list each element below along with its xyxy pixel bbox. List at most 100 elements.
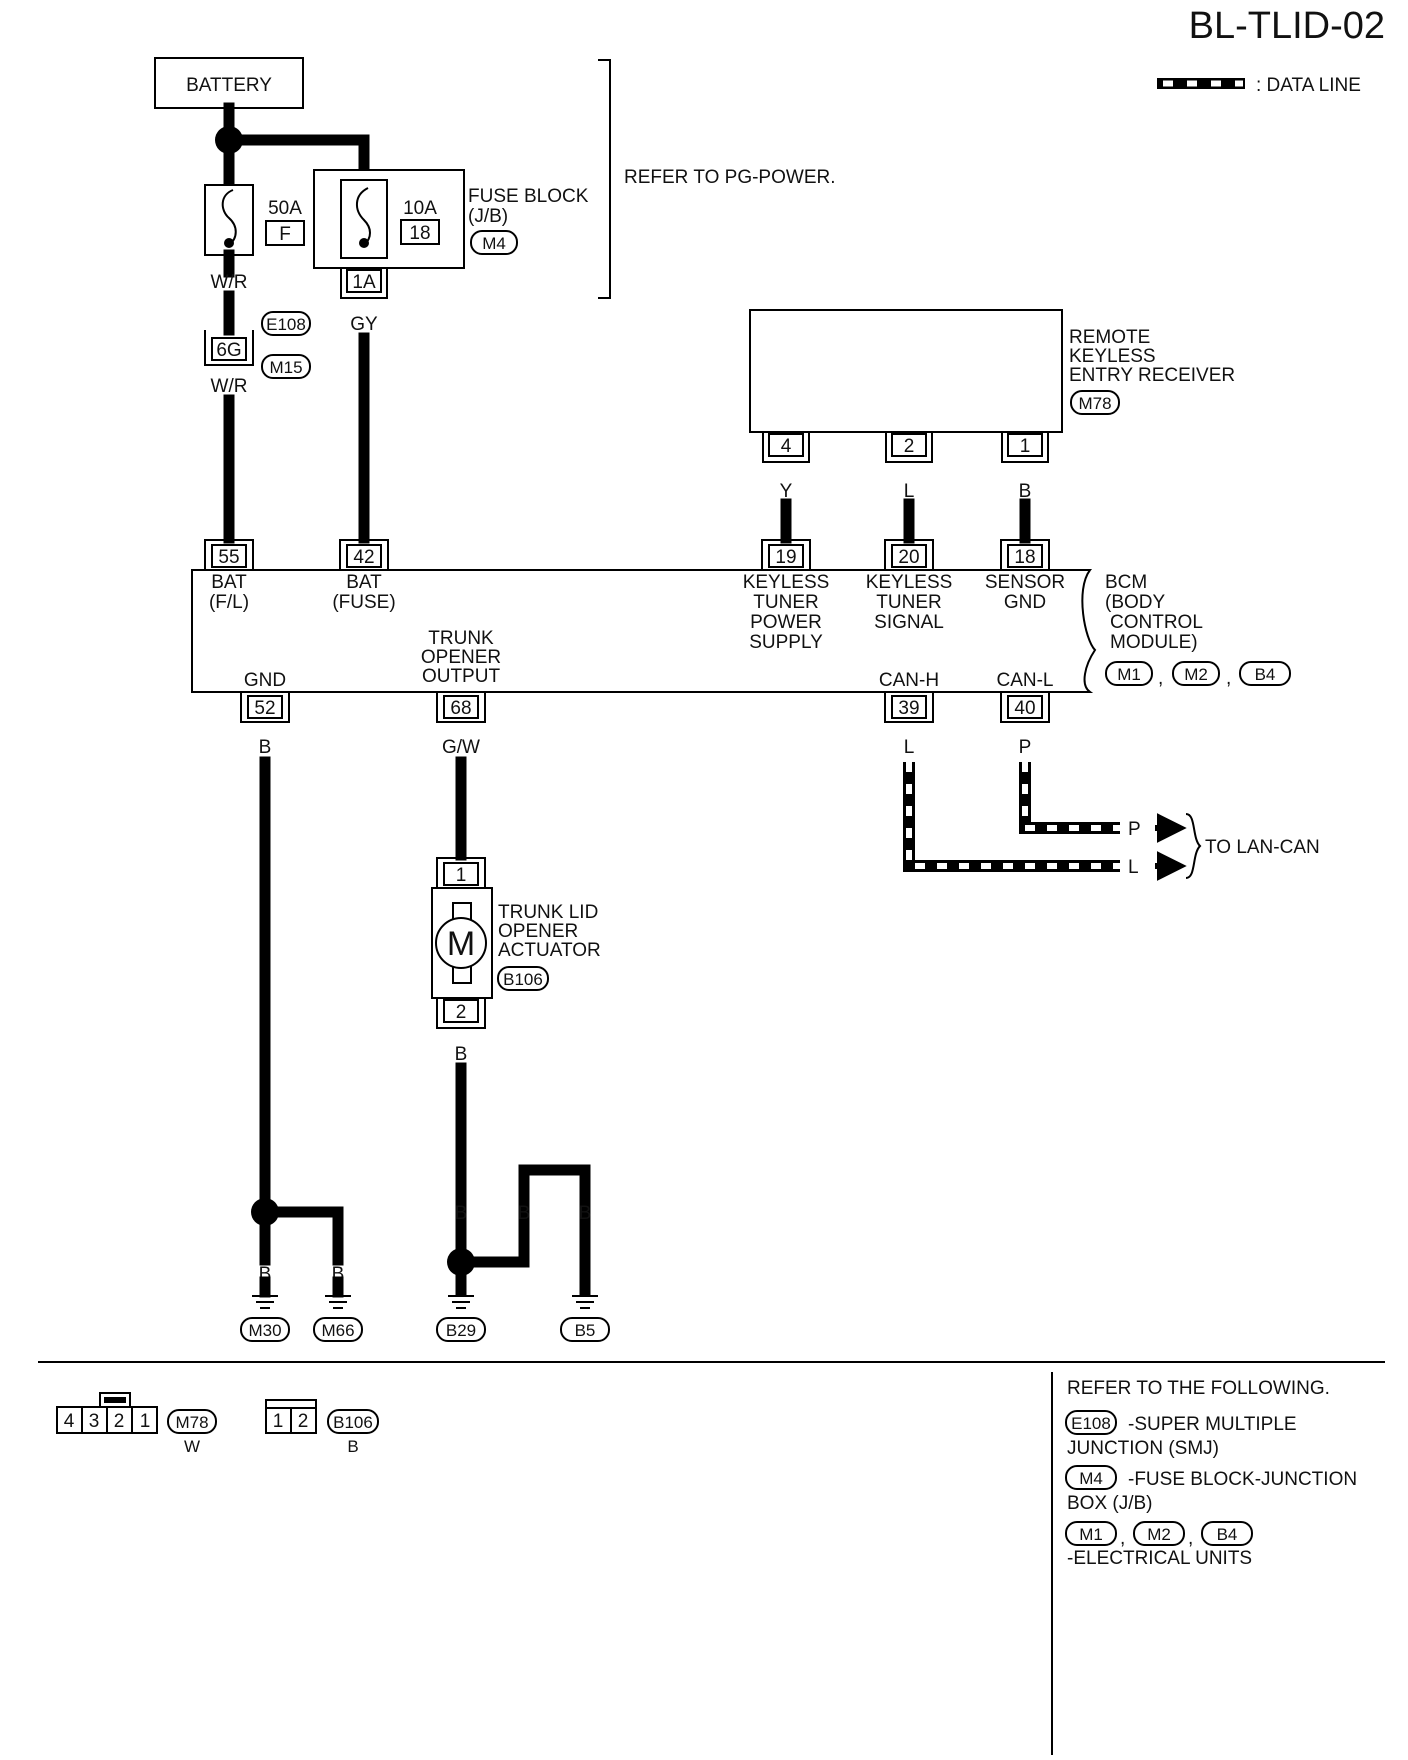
wire-color-wr-top: W/R [211,272,248,293]
m78-face-pin-2: 2 [114,1411,125,1432]
refer-title: REFER TO THE FOLLOWING. [1067,1378,1330,1399]
fuse-10a-id: 18 [409,223,430,244]
comma: , [1226,668,1231,689]
b106-face-pin-1: 1 [273,1411,284,1432]
bcm-box [191,569,1097,693]
refer-e108: E108 [1071,1414,1111,1433]
bcm-label-to-3: OUTPUT [422,666,501,687]
bcm-bottom-pins [240,692,1050,723]
actuator-pin-1: 1 [456,865,467,886]
m78-face-pin-1: 1 [140,1411,151,1432]
wire-to-fusebox [223,134,370,182]
m78-face-color: W [184,1437,200,1456]
bcm-pin-55: 55 [218,547,239,568]
battery-label: BATTERY [186,75,272,96]
bcm-label-can-h: CAN-H [879,670,939,691]
b106-face-name: B106 [333,1413,373,1432]
bcm-label-sg-1: SENSOR [985,572,1065,593]
rke-pin-1 [1001,432,1049,463]
m78-face-pin-4: 4 [64,1411,75,1432]
bcm-name-3: CONTROL [1110,612,1203,633]
bcm-label-kt-ps-2: TUNER [753,592,818,613]
bcm-label-bat-fl-2: (F/L) [209,592,249,613]
conn-b106: B106 [503,970,543,989]
bcm-label-kt-sig-2: TUNER [876,592,941,613]
comma: , [1158,668,1163,689]
conn-m15: M15 [269,358,302,377]
bcm-label-to-2: OPENER [421,647,501,668]
rke-receiver-box [749,309,1063,433]
to-lan-can: TO LAN-CAN [1205,837,1320,858]
refer-m2: M2 [1147,1525,1171,1544]
bcm-pin-18: 18 [1014,547,1035,568]
ground-symbols [252,1276,598,1309]
bcm-pin-52: 52 [254,698,275,719]
fuse-block-box [313,169,465,269]
bcm-label-bat-fuse-2: (FUSE) [332,592,395,613]
fuse-50a-id: F [279,224,291,245]
ground-m30: M30 [248,1321,281,1340]
bcm-pin-39: 39 [898,698,919,719]
refer-e108-desc-1: -SUPER MULTIPLE [1128,1414,1297,1435]
bcm-name-2: (BODY [1105,592,1166,613]
can-l-label: L [1128,857,1139,878]
bcm-name-4: MODULE) [1110,632,1198,653]
refer-e108-desc-2: JUNCTION (SMJ) [1067,1438,1219,1459]
wire-color-l: L [904,481,915,502]
motor-icon [435,917,487,969]
ground-b5: B5 [575,1321,596,1340]
connector-face-m78 [56,1392,158,1434]
bcm-label-gnd: GND [244,670,286,691]
m78-face-name: M78 [175,1413,208,1432]
wire-color-actuator-b: B [455,1044,468,1065]
wire-color-gy: GY [350,314,378,335]
conn-m78: M78 [1078,394,1111,413]
bcm-name-1: BCM [1105,572,1147,593]
actuator-label-3: ACTUATOR [498,940,601,961]
pin-1a: 1A [352,272,376,293]
actuator-label-2: OPENER [498,921,578,942]
conn-e108: E108 [266,315,306,334]
power-bracket [598,59,611,299]
fuse-10a-rating: 10A [403,198,437,219]
bcm-label-bat-fuse-1: BAT [346,572,382,593]
wire-color-can-p: P [1019,737,1032,758]
rke-pin-1-label: 1 [1020,436,1031,457]
rke-pin-4 [762,432,810,463]
rke-label-2: KEYLESS [1069,346,1156,367]
refer-m4-desc-1: -FUSE BLOCK-JUNCTION [1128,1469,1357,1490]
page-id: BL-TLID-02 [1189,5,1385,47]
bcm-label-bat-fl-1: BAT [211,572,247,593]
rke-pin-2-label: 2 [904,436,915,457]
wire-color-b5-mid: B [518,1203,531,1224]
bcm-label-can-l: CAN-L [996,670,1053,691]
wire-color-b-gnd: B [259,737,272,758]
wire-color-wr-bot: W/R [211,376,248,397]
wire-color-gw: G/W [442,737,480,758]
bcm-pin-19: 19 [775,547,796,568]
bcm-pin-20: 20 [898,547,919,568]
ground-m66: M66 [321,1321,354,1340]
rke-label-3: ENTRY RECEIVER [1069,365,1235,386]
bcm-label-kt-sig-1: KEYLESS [866,572,953,593]
ground-b29: B29 [446,1321,476,1340]
fuse-50a [204,184,254,256]
fuse-block-label: FUSE BLOCK [468,186,589,207]
bcm-label-kt-ps-1: KEYLESS [743,572,830,593]
bcm-pin-68: 68 [450,698,471,719]
bcm-conn-b4: B4 [1255,665,1276,684]
refer-units-desc: -ELECTRICAL UNITS [1067,1548,1252,1569]
m78-face-pin-3: 3 [89,1411,100,1432]
comma: , [1120,1528,1125,1549]
bcm-pin-42: 42 [353,547,374,568]
bcm-pin-40: 40 [1014,698,1035,719]
bcm-label-sg-2: GND [1004,592,1046,613]
rke-pin-4-label: 4 [781,436,792,457]
bcm-label-to-1: TRUNK [428,628,494,649]
can-data-lines [903,762,1202,881]
wire-color-b5-top: B [579,1203,592,1224]
conn-m4: M4 [482,234,506,253]
refer-b4: B4 [1217,1525,1238,1544]
b106-face-pin-2: 2 [298,1411,309,1432]
